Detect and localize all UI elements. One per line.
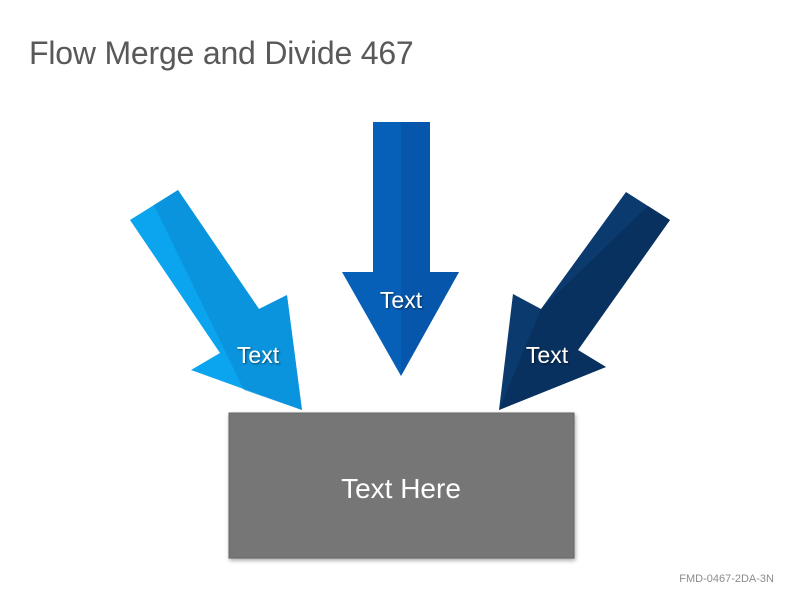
arrow-right: Text (499, 192, 670, 410)
arrow-center: Text (342, 122, 459, 376)
slide-title: Flow Merge and Divide 467 (29, 35, 414, 71)
target-box-label: Text Here (341, 473, 461, 504)
arrow-left-label: Text (237, 342, 280, 368)
arrow-center-label: Text (380, 287, 423, 313)
arrow-left: Text (130, 190, 302, 410)
arrow-left-shade (154, 190, 302, 410)
footer-code: FMD-0467-2DA-3N (679, 573, 774, 585)
target-box-rect (228, 412, 575, 559)
arrow-center-body (342, 122, 459, 376)
target-box: Text Here (228, 412, 575, 559)
arrow-right-label: Text (526, 342, 569, 368)
arrow-center-shade (401, 122, 459, 376)
arrow-right-shade (499, 206, 670, 410)
